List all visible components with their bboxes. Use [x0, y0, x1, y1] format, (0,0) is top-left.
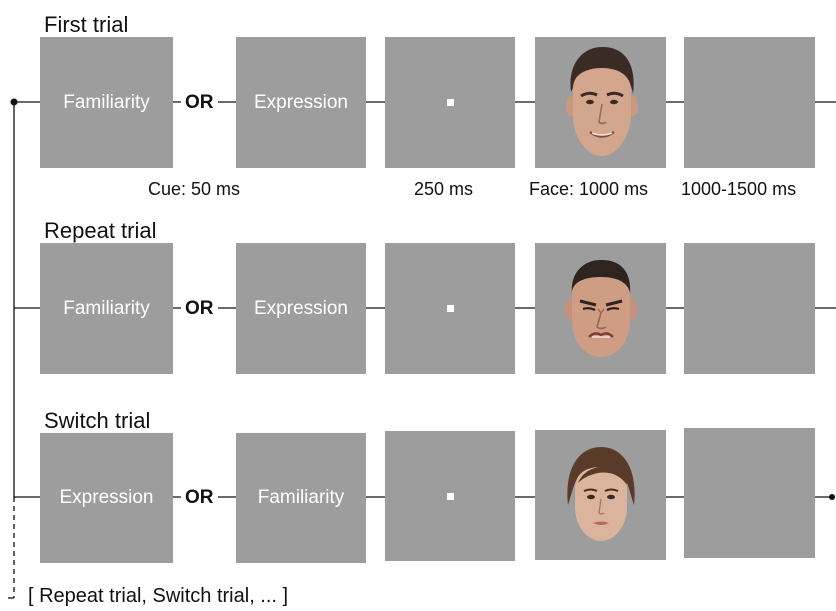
or-connector: OR [181, 488, 218, 507]
cue-panel-left: Familiarity [40, 37, 173, 168]
row-title-repeat-trial: Repeat trial [44, 218, 157, 243]
fixation-timing-caption: 250 ms [414, 179, 474, 199]
blank-panel [684, 243, 815, 374]
cue-timing-caption: Cue: 50 ms [148, 179, 241, 199]
face-timing-caption: Face: 1000 ms [529, 179, 649, 199]
fixation-dot [446, 492, 454, 500]
cue-label: Familiarity [63, 91, 150, 113]
blank-panel [684, 428, 815, 558]
male-face-smiling-icon [565, 46, 638, 156]
blank-panel [684, 37, 815, 168]
blank-timing-caption: 1000-1500 ms [681, 179, 797, 199]
cue-panel-right: Familiarity [236, 433, 366, 563]
cue-panel-left: Familiarity [40, 243, 173, 374]
cue-label: Familiarity [257, 487, 345, 508]
row-title-switch-trial: Switch trial [44, 408, 151, 433]
fixation-panel [385, 431, 515, 561]
face-panel [535, 430, 666, 560]
face-panel [535, 37, 666, 168]
fixation-panel [385, 243, 515, 374]
cue-panel-right: Expression [236, 37, 366, 168]
cue-panel-right: Expression [236, 243, 366, 374]
fixation-dot [446, 99, 454, 106]
start-dot [10, 98, 18, 106]
face-panel [535, 243, 666, 374]
cue-label: Expression [254, 297, 348, 319]
sequence-continuation-note: [ Repeat trial, Switch trial, ... ] [28, 585, 289, 607]
cue-label: Expression [254, 91, 348, 113]
row-title-first-trial: First trial [44, 12, 129, 37]
cue-panel-left: Expression [40, 433, 173, 563]
female-face-neutral-icon [566, 447, 635, 541]
fixation-panel [385, 37, 515, 168]
or-connector: OR [181, 93, 218, 112]
male-face-disgust-icon [564, 259, 637, 357]
or-connector: OR [181, 299, 218, 318]
cue-label: Expression [59, 487, 154, 508]
end-arrow [829, 494, 835, 500]
fixation-dot [446, 305, 454, 312]
cue-label: Familiarity [63, 297, 150, 319]
